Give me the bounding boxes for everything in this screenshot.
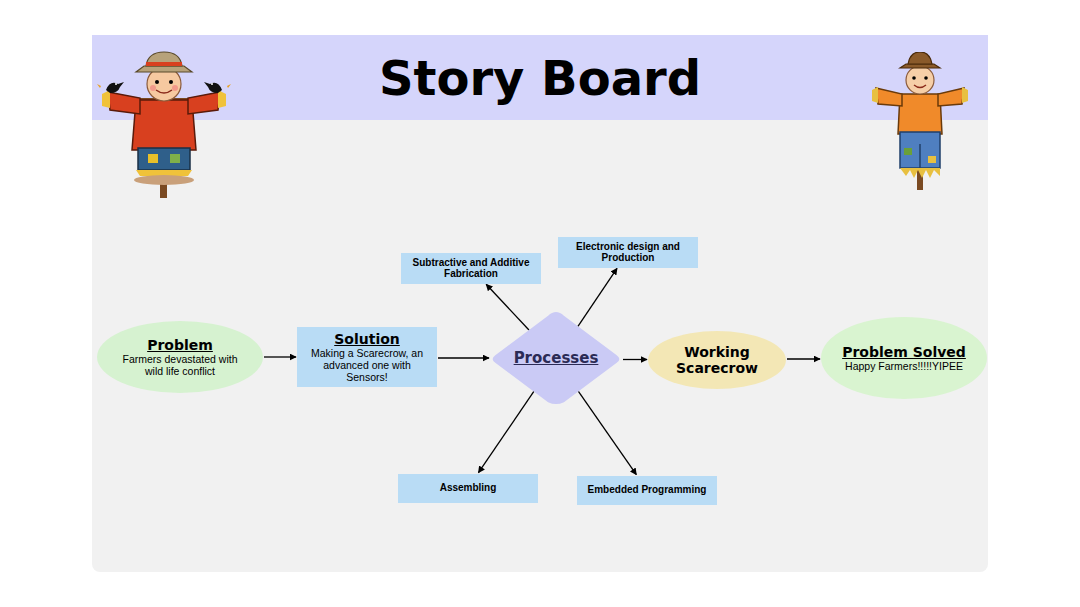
- node-content: Subtractive and Additive Fabrication: [401, 253, 541, 284]
- node-content: Electronic design and Production: [558, 237, 698, 268]
- node-heading: Assembling: [440, 482, 497, 494]
- node-heading: Subtractive and Additive Fabrication: [406, 257, 536, 280]
- node-body: Farmers devastated with wild life confli…: [122, 353, 238, 377]
- node-content: Working Scarecrow: [648, 331, 786, 389]
- node-content: ProblemFarmers devastated with wild life…: [97, 321, 263, 393]
- terminal-ellipse: Working Scarecrow: [648, 331, 786, 389]
- flow-arrow: [578, 391, 636, 474]
- process-box: Embedded Programming: [577, 476, 717, 505]
- terminal-ellipse: Problem SolvedHappy Farmers!!!!!YIPEE: [821, 317, 987, 399]
- node-heading: Problem Solved: [842, 344, 966, 360]
- node-heading: Processes: [514, 350, 599, 367]
- flow-arrow: [787, 358, 820, 359]
- node-content: Problem SolvedHappy Farmers!!!!!YIPEE: [821, 317, 987, 399]
- flow-arrow: [486, 284, 529, 330]
- node-content: SolutionMaking a Scarecrow, an advanced …: [297, 327, 437, 387]
- decision-diamond: Processes: [490, 312, 622, 406]
- process-box: Subtractive and Additive Fabrication: [401, 253, 541, 284]
- flow-arrow: [438, 357, 489, 358]
- flow-arrow: [623, 359, 647, 360]
- node-body: Making a Scarecrow, an advanced one with…: [302, 347, 432, 383]
- diagram-title: Story Board: [379, 50, 701, 106]
- node-heading: Electronic design and Production: [563, 241, 693, 264]
- scarecrow-illustration: [868, 52, 972, 192]
- process-box: Assembling: [398, 474, 538, 503]
- node-body: Happy Farmers!!!!!YIPEE: [845, 360, 963, 372]
- terminal-ellipse: ProblemFarmers devastated with wild life…: [97, 321, 263, 393]
- flow-arrow: [264, 356, 296, 357]
- flow-arrow: [578, 268, 617, 326]
- node-content: Processes: [490, 312, 622, 406]
- process-box: Electronic design and Production: [558, 237, 698, 268]
- scarecrow-illustration: [96, 50, 232, 200]
- process-box: SolutionMaking a Scarecrow, an advanced …: [297, 327, 437, 387]
- node-heading: Problem: [147, 337, 213, 353]
- flow-arrow: [478, 391, 533, 472]
- node-heading: Working Scarecrow: [669, 344, 765, 376]
- node-content: Embedded Programming: [577, 476, 717, 505]
- node-heading: Embedded Programming: [588, 484, 707, 496]
- header-band: Story Board: [92, 35, 988, 120]
- title-holder: Story Board: [92, 35, 988, 120]
- node-heading: Solution: [334, 331, 400, 347]
- node-content: Assembling: [398, 474, 538, 503]
